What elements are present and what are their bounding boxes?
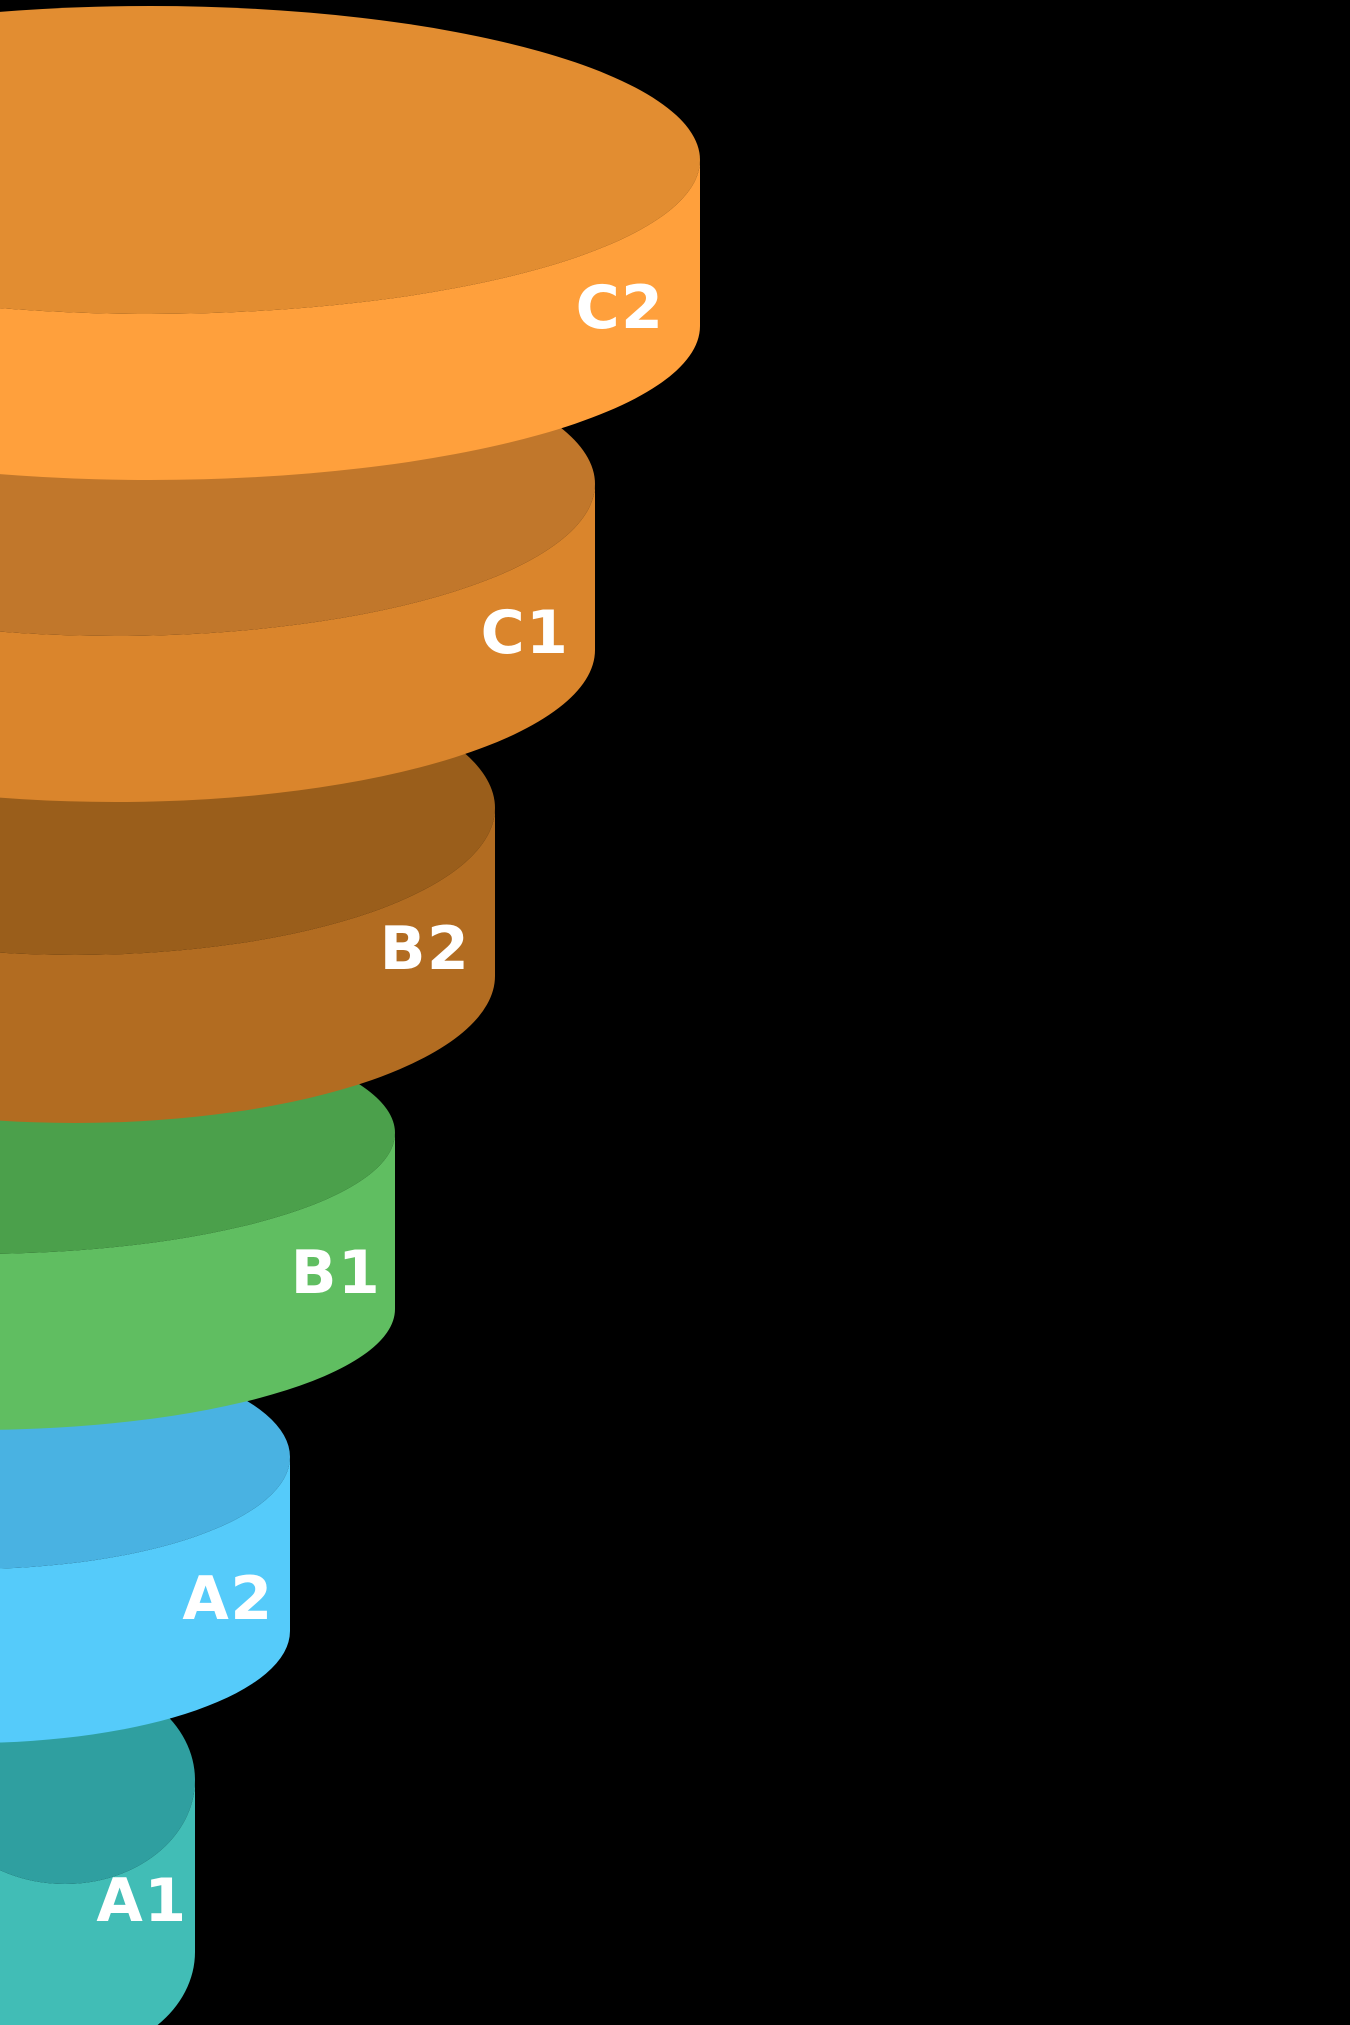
- disc-side-a2: [0, 1457, 290, 1743]
- disc-label-b1: B1: [291, 1238, 381, 1308]
- disc-side-c1: [0, 484, 595, 802]
- disc-label-c1: C1: [481, 598, 570, 668]
- funnel-disc-c2: C2: [0, 6, 700, 480]
- disc-side-c2: [0, 160, 700, 480]
- disc-side-b1: [0, 1133, 395, 1430]
- disc-label-a2: A2: [182, 1564, 273, 1634]
- disc-label-c2: C2: [576, 273, 665, 343]
- disc-label-a1: A1: [96, 1866, 187, 1936]
- disc-top-c2: [0, 6, 700, 314]
- disc-side-b2: [0, 808, 495, 1123]
- disc-label-b2: B2: [380, 914, 470, 984]
- funnel-disc-a1: A1: [0, 1676, 195, 2025]
- disc-side-a1: [0, 1780, 195, 2025]
